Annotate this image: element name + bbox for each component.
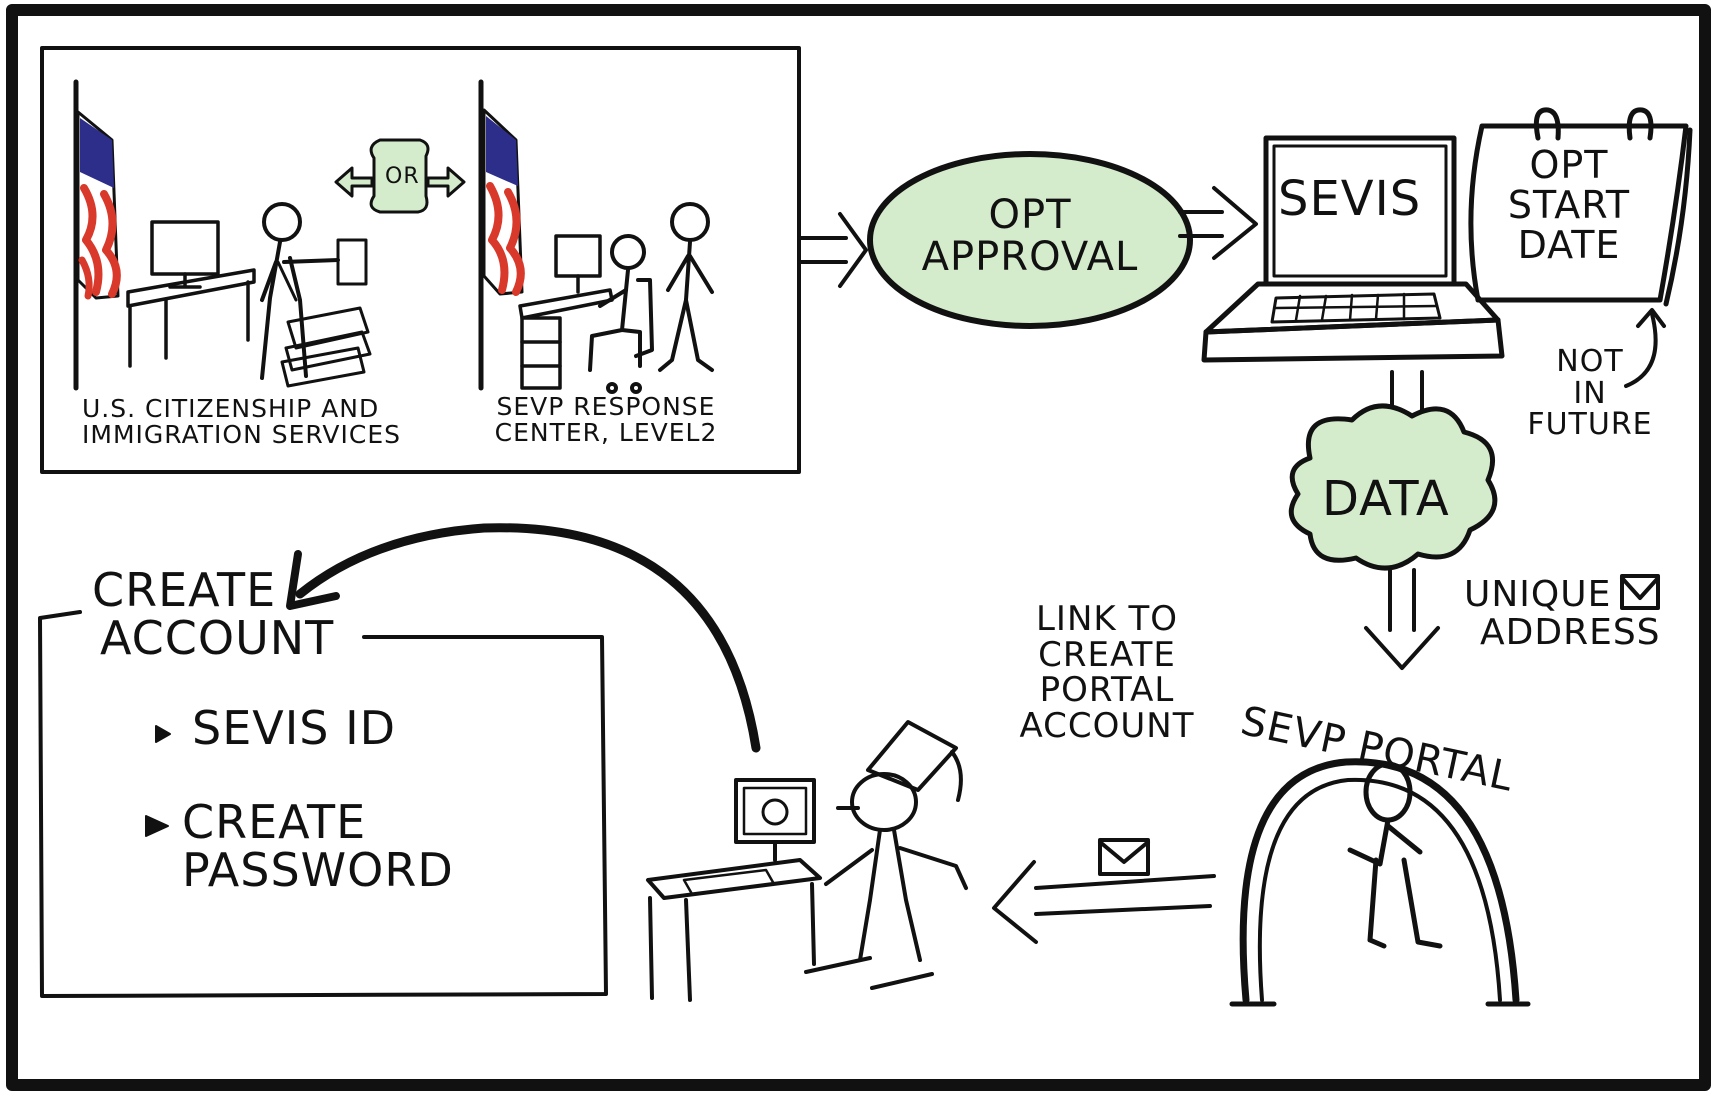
opt-start-date-label: OPT START DATE <box>1507 143 1631 267</box>
not-in-future-label: NOT IN FUTURE <box>1527 344 1653 442</box>
create-account-title: CREATE ACCOUNT <box>92 563 335 666</box>
create-account-box <box>38 610 608 998</box>
agency-panel <box>40 46 801 474</box>
uscis-flag-icon <box>76 110 121 300</box>
sevp-desk-icon <box>518 234 614 390</box>
sevis-label: SEVIS <box>1278 171 1422 227</box>
opt-approval-label: OPT APPROVAL <box>921 192 1139 280</box>
student-computer-icon <box>646 778 822 1002</box>
account-item-create-password: CREATE PASSWORD <box>182 795 454 898</box>
sevp-caption: SEVP RESPONSE CENTER, LEVEL2 <box>494 392 718 448</box>
sevp-flag-icon <box>482 108 525 296</box>
arrow-to-student <box>992 860 1216 944</box>
not-in-future-arrow <box>1624 308 1666 388</box>
arrow-to-portal <box>1364 568 1440 670</box>
uscis-officer-icon <box>260 202 372 388</box>
account-item-sevis-id: SEVIS ID <box>192 701 397 755</box>
data-cloud-icon <box>1288 403 1498 571</box>
graduate-student-icon <box>804 720 968 990</box>
arrow-to-opt-approval <box>798 212 868 288</box>
uscis-desk-icon <box>126 220 256 368</box>
unique-address-label: UNIQUE ADDRESS <box>1464 574 1661 653</box>
sevp-visitor-icon <box>658 202 714 372</box>
or-label: OR <box>385 164 420 189</box>
arrow-to-sevis <box>1178 186 1258 260</box>
or-arrows-icon <box>334 138 466 214</box>
sevis-laptop-icon <box>1201 135 1505 363</box>
envelope-icon <box>1620 574 1660 610</box>
uscis-caption: U.S. CITIZENSHIP AND IMMIGRATION SERVICE… <box>82 394 402 450</box>
sevp-portal-arch-icon <box>1229 758 1531 1007</box>
bullet-icon <box>145 815 169 837</box>
link-to-create-label: LINK TO CREATE PORTAL ACCOUNT <box>1019 599 1195 747</box>
calendar-icon <box>1468 107 1693 307</box>
portal-person-icon <box>1347 761 1443 949</box>
sevp-staff-icon <box>588 234 654 394</box>
arrow-to-create-account <box>286 523 761 753</box>
opt-approval-ellipse <box>867 151 1193 329</box>
bullet-icon <box>155 725 171 743</box>
link-envelope-icon <box>1098 838 1150 876</box>
outer-frame <box>6 4 1711 1091</box>
data-label: DATA <box>1322 471 1450 527</box>
